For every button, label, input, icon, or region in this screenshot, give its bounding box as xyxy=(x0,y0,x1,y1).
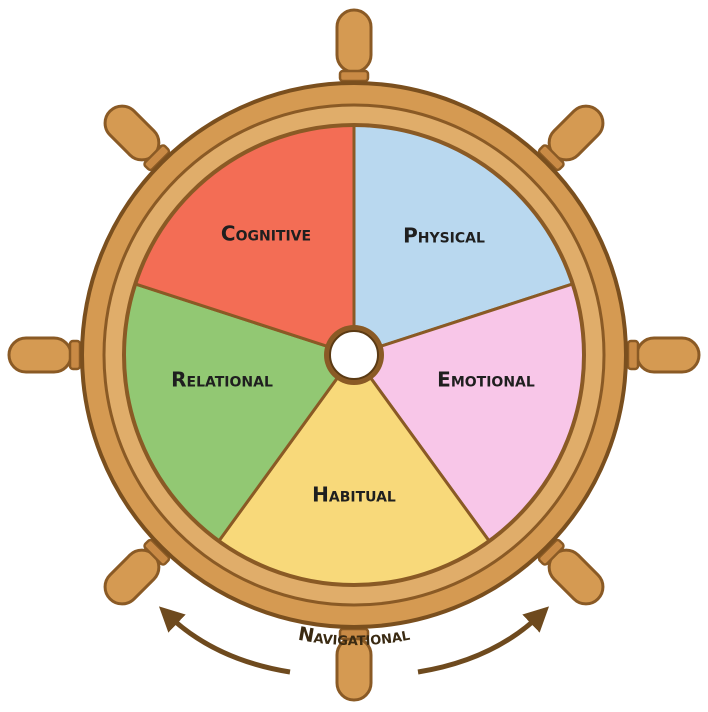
segment-label-cognitive: Cognitive xyxy=(221,222,311,246)
curved-arrow-left-icon xyxy=(158,606,291,675)
segment-label-emotional: Emotional xyxy=(437,368,535,392)
hub-center xyxy=(329,330,379,380)
wheel-inner-rim xyxy=(122,123,586,587)
segment-label-physical: Physical xyxy=(403,224,485,248)
segment-label-relational: Relational xyxy=(171,368,273,392)
segment-label-habitual: Habitual xyxy=(312,483,396,507)
curved-arrow-right-icon xyxy=(417,606,550,675)
